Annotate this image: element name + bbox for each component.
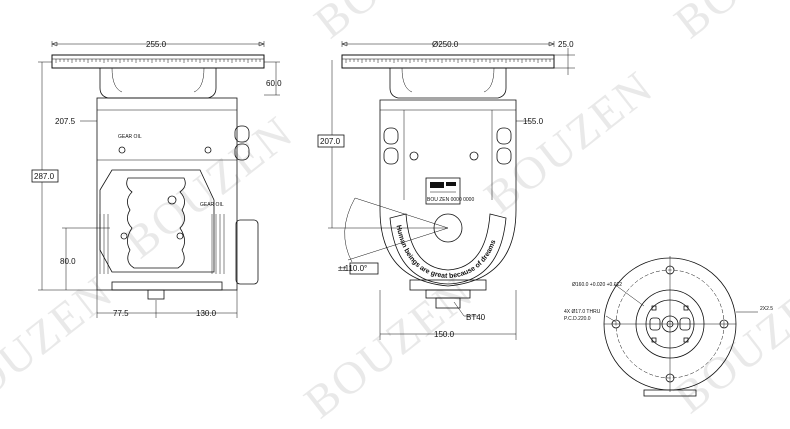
dim-155: 155.0 <box>523 117 544 126</box>
dim-80: 80.0 <box>60 257 76 266</box>
dim-77-5: 77.5 <box>113 309 129 318</box>
depth-note: 2X2.5 <box>760 306 773 312</box>
left-view: GEAR OIL GEAR OIL 255.0 60.0 207.5 287.0… <box>31 40 282 318</box>
gear-oil-label-2: GEAR OIL <box>200 202 224 208</box>
left-flange <box>51 54 265 69</box>
center-flange <box>341 54 555 69</box>
label-bt40: BT40 <box>466 313 486 322</box>
watermark-6: BOUZEN <box>665 0 790 48</box>
watermark-1: BOUZEN <box>305 0 493 48</box>
gear-oil-label-1: GEAR OIL <box>118 134 142 140</box>
dim-287: 287.0 <box>34 172 55 181</box>
dim-25: 25.0 <box>558 40 574 49</box>
dim-207: 207.0 <box>320 137 341 146</box>
dim-207-5: 207.5 <box>55 117 76 126</box>
center-body <box>379 99 517 287</box>
nameplate <box>425 177 461 205</box>
dim-150: 150.0 <box>434 330 455 339</box>
dim-tilt-angle: ± 110.0° <box>338 264 367 273</box>
watermark-3: BOUZEN <box>475 60 663 222</box>
dim-angle-prefix: ± <box>342 264 347 273</box>
watermark-2: BOUZEN <box>115 105 303 267</box>
dim-130: 130.0 <box>196 309 217 318</box>
bolt-note-2: P.C.D.220.0 <box>564 316 591 322</box>
bore-tolerance: Ø160.0 +0.020 +0.012 <box>572 282 622 288</box>
bolt-note-1: 4X Ø17.0 THRU <box>564 309 601 315</box>
right-view: Ø160.0 +0.020 +0.012 2X2.5 4X Ø17.0 THRU… <box>564 256 773 397</box>
dim-d250: Ø250.0 <box>432 40 459 49</box>
dim-255: 255.0 <box>146 40 167 49</box>
dim-287-box <box>31 169 59 183</box>
left-flange-ticks <box>55 59 261 63</box>
nameplate-id: BOU ZEN 0000 0000 <box>427 197 474 203</box>
watermark-5: BOUZEN <box>665 260 790 422</box>
dim-60: 60.0 <box>266 79 282 88</box>
